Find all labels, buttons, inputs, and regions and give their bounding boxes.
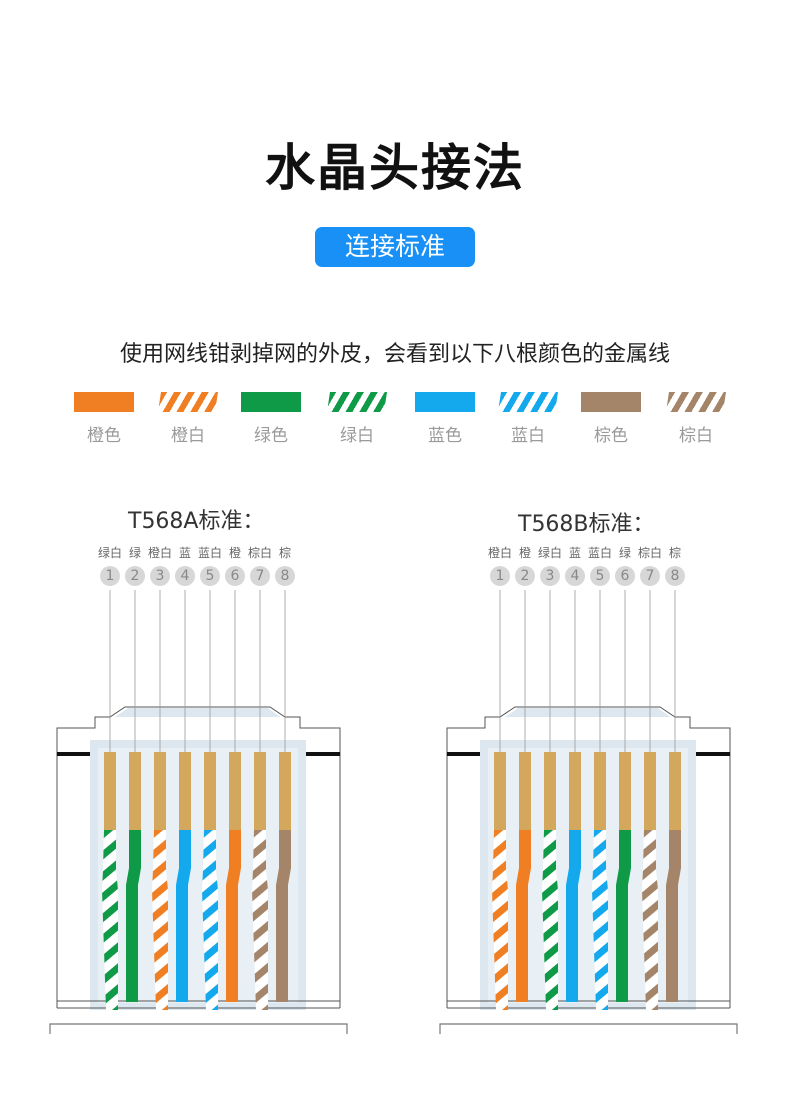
pin-color-label: 棕	[669, 546, 682, 560]
legend-swatch	[158, 392, 218, 412]
wire-2	[516, 830, 531, 1002]
pin-number-circle: 6	[615, 566, 635, 586]
legend-label: 绿色	[254, 426, 288, 446]
rj45-connector-diagram	[40, 590, 360, 1044]
pin-number-circle: 5	[200, 566, 220, 586]
legend-label: 棕色	[594, 426, 628, 446]
wire-8	[666, 830, 681, 1002]
t568a-title: T568A标准：	[128, 509, 265, 534]
wire-2	[126, 830, 141, 1002]
pin-number-circle: 6	[225, 566, 245, 586]
pin-color-label: 橙白	[148, 546, 173, 560]
pin-number-circle: 8	[665, 566, 685, 586]
pin-number-circle: 3	[540, 566, 560, 586]
wire-1	[102, 830, 118, 1010]
pin-number-circle: 1	[100, 566, 120, 586]
legend-swatch	[498, 392, 558, 412]
description-text: 使用网线钳剥掉网的外皮，会看到以下八根颜色的金属线	[119, 342, 670, 367]
wire-6	[226, 830, 241, 1002]
legend-label: 蓝色	[428, 426, 462, 446]
legend-swatch	[241, 392, 301, 412]
legend-swatch	[666, 392, 726, 412]
pin-color-label: 棕白	[248, 546, 273, 560]
legend-swatch	[415, 392, 475, 412]
connection-standard-badge: 连接标准	[315, 227, 475, 267]
pin-number-circle: 3	[150, 566, 170, 586]
pin-color-label: 橙	[519, 546, 532, 560]
wire-1	[492, 830, 508, 1010]
pin-color-label: 棕白	[638, 546, 663, 560]
wire-4	[566, 830, 581, 1002]
wire-8	[276, 830, 291, 1002]
pin-number-circle: 2	[125, 566, 145, 586]
wire-3	[542, 830, 558, 1010]
legend-swatch	[327, 392, 387, 412]
legend-label: 橙色	[87, 426, 121, 446]
pin-number-circle: 4	[175, 566, 195, 586]
wire-3	[152, 830, 168, 1010]
pin-number-circle: 7	[640, 566, 660, 586]
pin-number-circle: 7	[250, 566, 270, 586]
pin-number-circle: 2	[515, 566, 535, 586]
pin-color-label: 蓝白	[588, 546, 613, 560]
wire-7	[252, 830, 268, 1010]
wire-6	[616, 830, 631, 1002]
wire-5	[592, 830, 608, 1010]
pin-color-label: 橙	[229, 546, 242, 560]
legend-swatch	[581, 392, 641, 412]
pin-color-label: 绿白	[538, 546, 563, 560]
pin-color-label: 蓝	[569, 546, 582, 560]
pin-number-circle: 8	[275, 566, 295, 586]
pin-number-circle: 5	[590, 566, 610, 586]
pin-color-label: 绿	[129, 546, 142, 560]
legend-label: 棕白	[679, 426, 713, 446]
rj45-connector-diagram	[430, 590, 750, 1044]
wire-7	[642, 830, 658, 1010]
pin-color-label: 绿	[619, 546, 632, 560]
legend-label: 橙白	[171, 426, 205, 446]
pin-color-label: 蓝	[179, 546, 192, 560]
pin-number-circle: 1	[490, 566, 510, 586]
page-title: 水晶头接法	[265, 139, 525, 197]
legend-swatch	[74, 392, 134, 412]
wire-5	[202, 830, 218, 1010]
t568b-title: T568B标准：	[518, 512, 655, 537]
pin-number-circle: 4	[565, 566, 585, 586]
pin-color-label: 蓝白	[198, 546, 223, 560]
legend-label: 绿白	[340, 426, 374, 446]
wire-4	[176, 830, 191, 1002]
legend-label: 蓝白	[511, 426, 545, 446]
pin-color-label: 棕	[279, 546, 292, 560]
pin-color-label: 绿白	[98, 546, 123, 560]
pin-color-label: 橙白	[488, 546, 513, 560]
